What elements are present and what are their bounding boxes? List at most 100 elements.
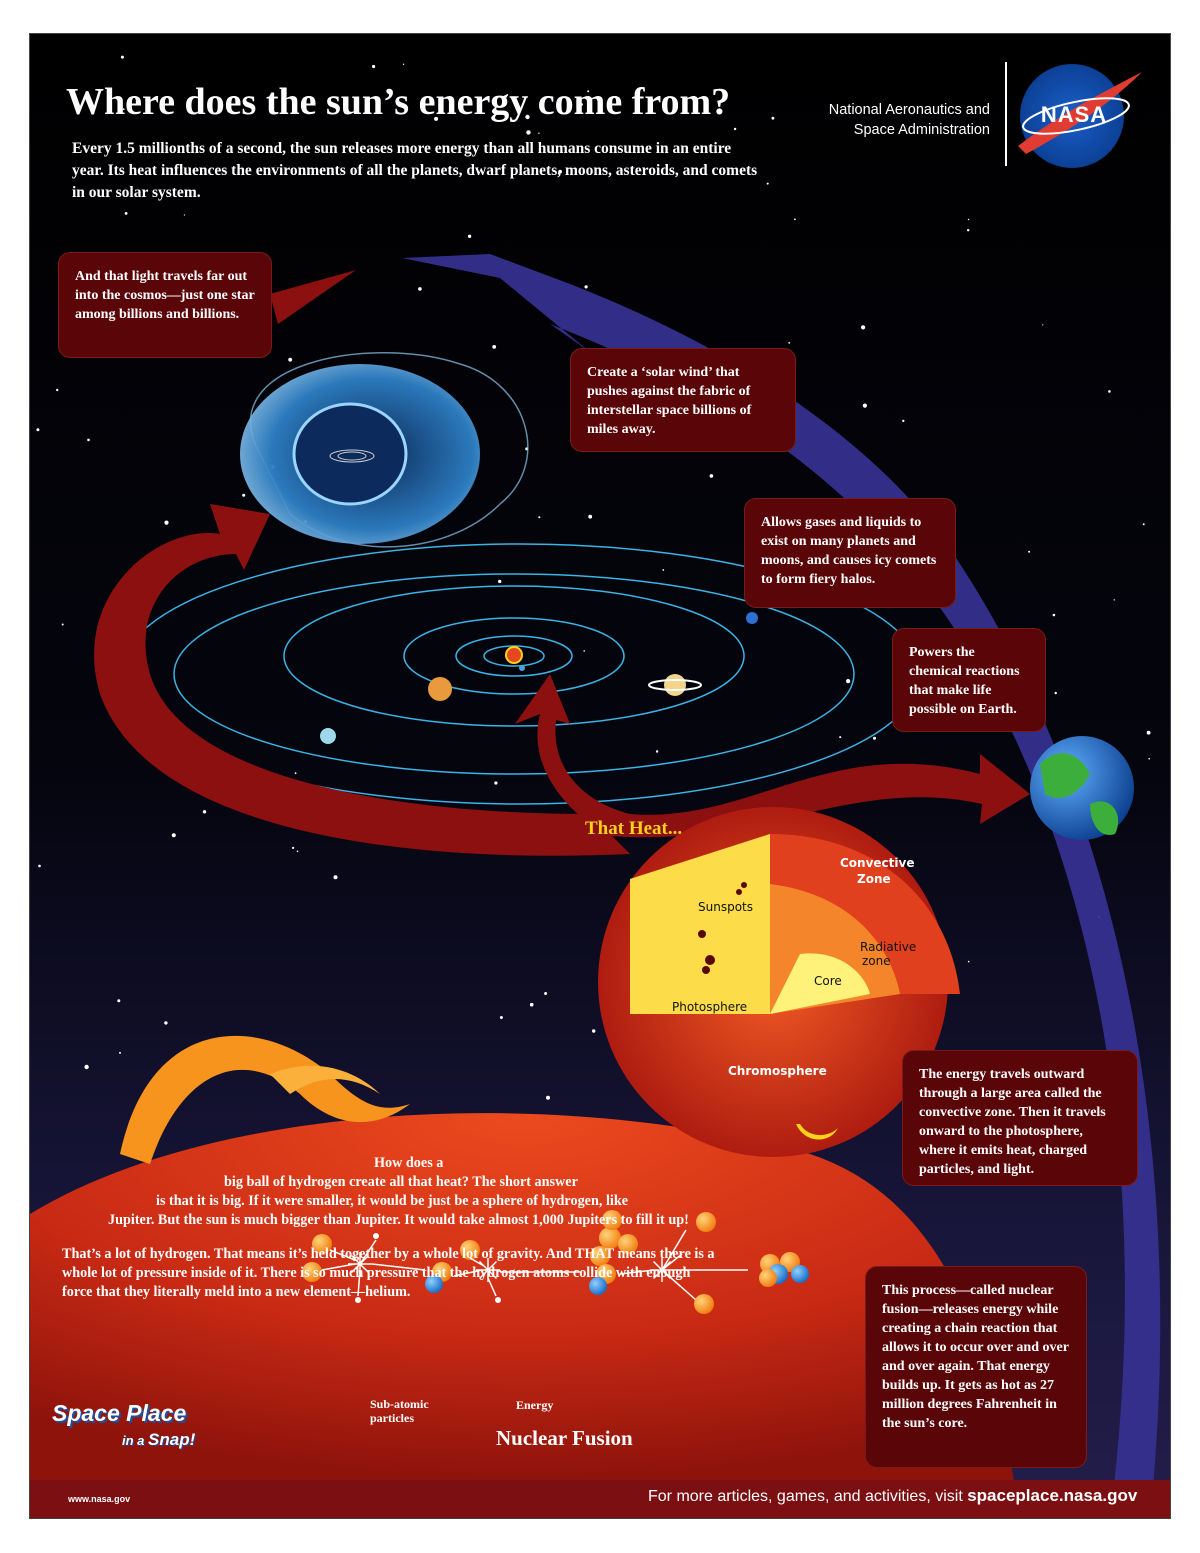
proton-icon bbox=[590, 1246, 610, 1266]
planets bbox=[320, 612, 758, 744]
star-icon bbox=[1113, 599, 1115, 601]
heliosphere bbox=[240, 352, 529, 548]
star-icon bbox=[164, 520, 169, 525]
star-icon bbox=[1028, 550, 1031, 553]
label-convective-zone: Zone bbox=[857, 872, 891, 886]
star-icon bbox=[242, 493, 246, 497]
star-icon bbox=[766, 182, 769, 185]
proton-icon bbox=[460, 1240, 480, 1260]
star-icon bbox=[61, 623, 64, 626]
star-icon bbox=[122, 108, 125, 111]
star-icon bbox=[546, 1095, 550, 1100]
fusion-arrow bbox=[321, 1263, 356, 1271]
proton-icon bbox=[302, 1262, 322, 1282]
neutron-icon bbox=[791, 1265, 809, 1283]
star-icon bbox=[544, 992, 548, 995]
star-icon bbox=[333, 875, 338, 880]
red-heat-arrows bbox=[94, 270, 1030, 856]
label-sunspots: Sunspots bbox=[698, 900, 753, 914]
poster-artwork bbox=[30, 34, 1170, 1518]
star-icon bbox=[84, 1064, 89, 1070]
fusion-arrow bbox=[357, 1269, 361, 1297]
nuclear-fusion-diagram bbox=[302, 1210, 809, 1314]
label-energy: Energy bbox=[516, 1398, 554, 1412]
nuclear-fusion-title: Nuclear Fusion bbox=[496, 1426, 633, 1450]
label-core: Core bbox=[814, 974, 842, 988]
star-icon bbox=[588, 514, 593, 519]
star-icon bbox=[1052, 613, 1056, 617]
callout-energy-travels: The energy travels outward through a lar… bbox=[902, 1050, 1138, 1186]
star-icon bbox=[372, 64, 376, 69]
star-icon bbox=[171, 833, 176, 838]
agency-line-2: Space Administration bbox=[853, 122, 990, 138]
fusion-arrow bbox=[359, 1239, 377, 1265]
star-icon bbox=[202, 810, 207, 814]
star-icon bbox=[124, 212, 128, 215]
star-icon bbox=[873, 736, 876, 740]
fusion-arrow bbox=[478, 1269, 489, 1280]
star-icon bbox=[580, 103, 583, 106]
footer-nasa-url[interactable]: www.nasa.gov bbox=[68, 1494, 131, 1504]
jupiter-icon bbox=[428, 677, 452, 701]
space-place-tagline: in a Snap! bbox=[122, 1430, 195, 1450]
star-icon bbox=[402, 63, 405, 65]
footer-visit-text: For more articles, games, and activities… bbox=[648, 1488, 968, 1505]
sun-surface bbox=[30, 1035, 1020, 1518]
star-icon bbox=[839, 736, 842, 739]
nasa-logo-text: NASA bbox=[1040, 102, 1108, 127]
star-icon bbox=[902, 419, 905, 423]
neutron-icon bbox=[425, 1275, 443, 1293]
proton-icon bbox=[696, 1212, 716, 1232]
star-icon bbox=[494, 781, 498, 785]
fusion-arrow bbox=[371, 1263, 426, 1271]
star-icon bbox=[294, 772, 297, 775]
star-icon bbox=[1054, 691, 1057, 695]
star-icon bbox=[1042, 324, 1044, 326]
label-radiative-zone: zone bbox=[862, 954, 891, 968]
proton-icon bbox=[759, 1269, 777, 1287]
fusion-arrow bbox=[359, 1263, 370, 1274]
poster: Where does the sun’s energy come from? E… bbox=[29, 33, 1171, 1519]
label-chromosphere: Chromosphere bbox=[728, 1064, 827, 1078]
fusion-arrow bbox=[487, 1260, 498, 1271]
fusion-arrow bbox=[478, 1260, 489, 1271]
proton-icon bbox=[694, 1294, 714, 1314]
body-p1-line4: Jupiter. But the sun is much bigger than… bbox=[108, 1212, 689, 1228]
star-icon bbox=[498, 579, 502, 584]
star-icon bbox=[499, 1016, 503, 1019]
intro-text: Every 1.5 millionths of a second, the su… bbox=[72, 140, 758, 201]
star-icon bbox=[709, 474, 714, 478]
star-icon bbox=[87, 438, 90, 442]
footer-spaceplace-link[interactable]: spaceplace.nasa.gov bbox=[967, 1486, 1138, 1505]
callout-solar-wind: Create a ‘solar wind’ that pushes agains… bbox=[570, 348, 796, 452]
agency-name: National Aeronautics and Space Administr… bbox=[770, 100, 990, 140]
star-icon bbox=[525, 114, 530, 120]
star-icon bbox=[1146, 730, 1151, 735]
label-convective: Convective bbox=[840, 856, 915, 870]
star-icon bbox=[38, 864, 41, 868]
callout-light: And that light travels far out into the … bbox=[58, 252, 272, 358]
fusion-arrow bbox=[350, 1263, 361, 1274]
space-place-logo: Space Place bbox=[52, 1400, 187, 1426]
uranus-icon bbox=[320, 728, 336, 744]
body-p1-line3: is that it is big. If it were smaller, i… bbox=[156, 1193, 629, 1209]
star-icon bbox=[56, 388, 59, 392]
star-icon bbox=[288, 357, 293, 362]
body-p1-line1: How does a bbox=[374, 1155, 444, 1171]
particle-icon bbox=[495, 1297, 501, 1303]
star-icon bbox=[529, 1002, 534, 1007]
label-photosphere: Photosphere bbox=[672, 1000, 748, 1014]
star-icon bbox=[584, 285, 588, 289]
callout-fusion-process: This process—called nuclear fusion—relea… bbox=[865, 1266, 1087, 1468]
fusion-arrow bbox=[661, 1253, 683, 1271]
label-subatomic: Sub-atomic bbox=[370, 1397, 429, 1411]
label-particles: particles bbox=[370, 1411, 414, 1425]
body-p1-line2: big ball of hydrogen create all that hea… bbox=[224, 1174, 578, 1190]
star-icon bbox=[771, 116, 775, 120]
tagline-in-a: in a bbox=[122, 1433, 145, 1448]
star-icon bbox=[119, 1051, 121, 1054]
star-icon bbox=[467, 234, 472, 238]
fusion-arrow bbox=[619, 1269, 655, 1275]
star-icon bbox=[292, 846, 295, 850]
star-icon bbox=[967, 229, 970, 232]
